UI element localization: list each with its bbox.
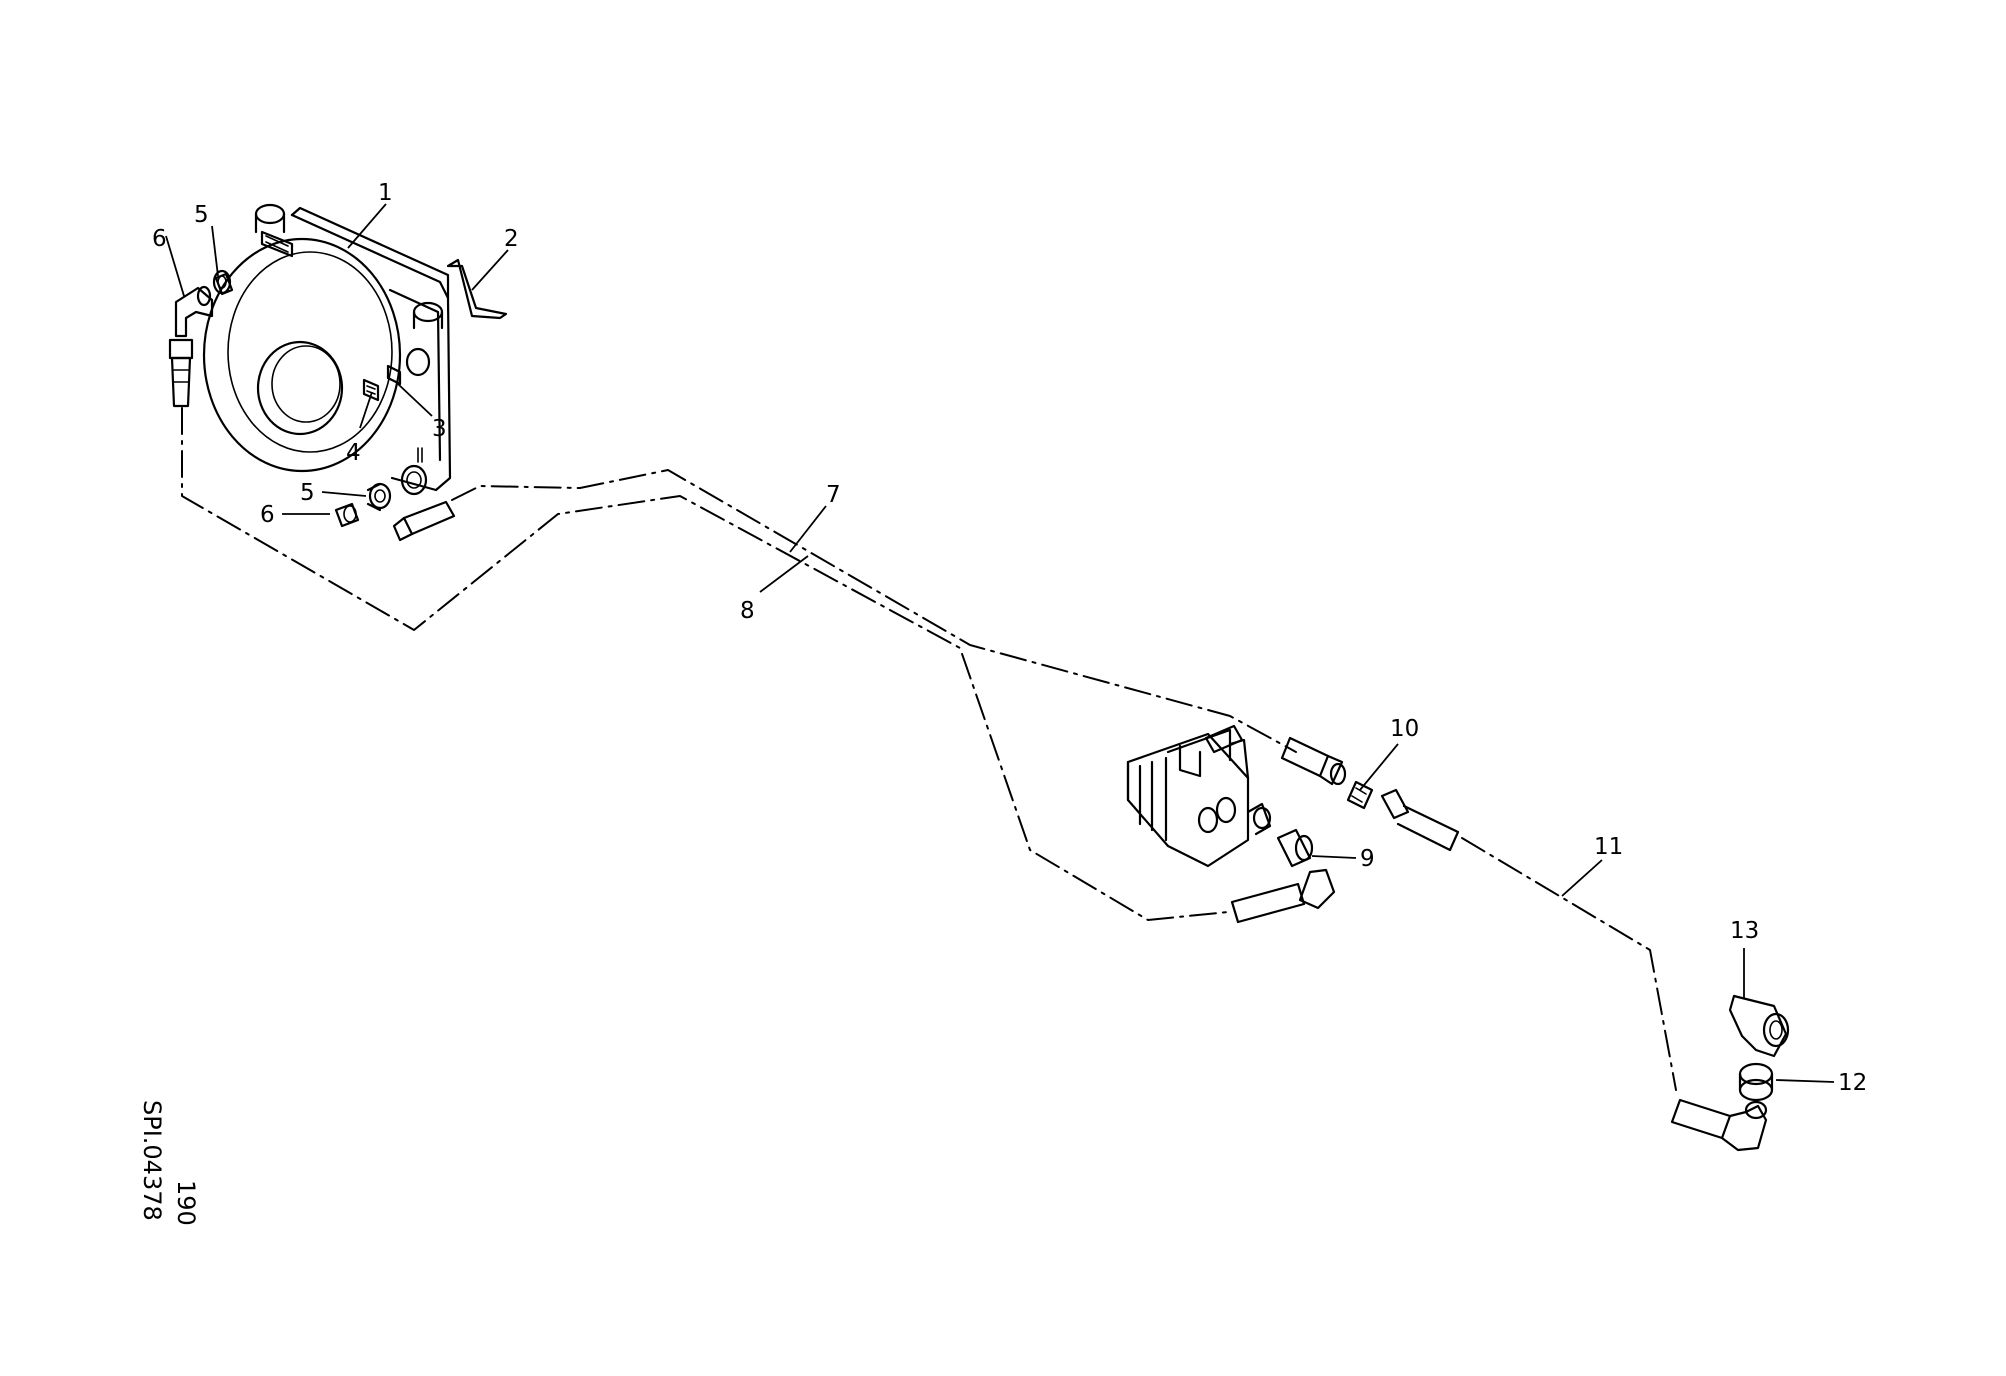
hose-7	[451, 469, 1297, 753]
hose-end-valve-lower	[1230, 868, 1336, 924]
nut-fitting-12	[1738, 1062, 1774, 1102]
hose-end-lower-right	[1670, 1098, 1768, 1152]
callout-1: 1	[378, 180, 393, 206]
callout-5-upper: 5	[194, 202, 209, 228]
callout-7: 7	[826, 482, 841, 508]
callout-11: 11	[1594, 834, 1623, 860]
adapter-fitting-lower	[366, 482, 392, 512]
adapter-fitting-9	[1276, 828, 1314, 868]
callout-12: 12	[1838, 1070, 1867, 1096]
mounting-bracket	[446, 258, 508, 320]
callout-2: 2	[504, 226, 519, 252]
callout-labels: 1 2 3 4 5 5 6 6 7 8 9 10 11 12 13	[152, 180, 1867, 1096]
callout-4: 4	[346, 440, 361, 466]
callout-5-lower: 5	[300, 480, 315, 506]
oil-cooler	[202, 203, 452, 496]
drawing-code: SPI.04378	[138, 1100, 166, 1221]
adapter-fitting-10	[1346, 780, 1374, 810]
page-number: 190	[172, 1180, 200, 1226]
callout-13: 13	[1730, 918, 1759, 944]
callout-6-lower: 6	[260, 502, 275, 528]
hose-8	[181, 407, 1229, 921]
callout-3: 3	[432, 416, 447, 442]
elbow-fitting-upper	[174, 285, 214, 338]
callout-10: 10	[1390, 716, 1419, 742]
callout-8: 8	[740, 598, 755, 624]
callout-6-upper: 6	[152, 226, 167, 252]
hose-end-upper-left	[168, 338, 194, 408]
hose-11	[1461, 837, 1677, 1091]
hose-end-cooler-lower	[392, 500, 456, 542]
adapter-fitting-upper	[212, 269, 234, 296]
hose-end-left-10	[1280, 736, 1347, 786]
control-valve	[1126, 724, 1272, 868]
fitting-lower-6	[334, 502, 360, 528]
callout-9: 9	[1360, 846, 1375, 872]
hose-end-right-10	[1380, 788, 1460, 852]
leader-lines	[165, 203, 1835, 1083]
elbow-fitting-13	[1728, 994, 1790, 1058]
